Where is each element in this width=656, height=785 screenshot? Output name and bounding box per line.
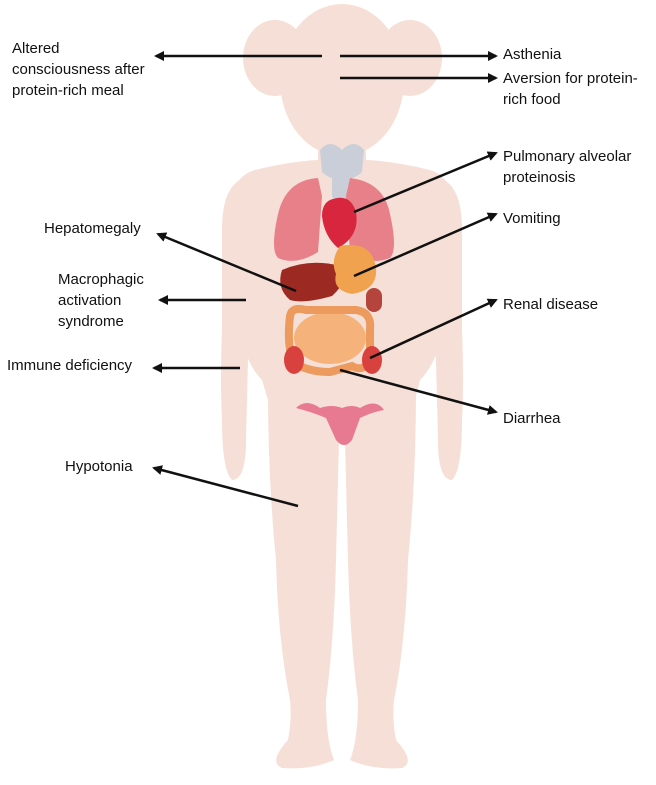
label-diarrhea: Diarrhea — [503, 408, 561, 429]
label-aversion: Aversion for protein- rich food — [503, 68, 638, 110]
small-intestine — [294, 312, 366, 364]
right-kidney — [362, 346, 382, 374]
label-immune: Immune deficiency — [7, 355, 132, 376]
label-asthenia: Asthenia — [503, 44, 561, 65]
label-pulmonary: Pulmonary alveolar proteinosis — [503, 146, 631, 188]
label-macrophagic: Macrophagic activation syndrome — [58, 269, 144, 332]
label-altered-consciousness: Altered consciousness after protein-rich… — [12, 38, 145, 101]
body-silhouette — [221, 4, 463, 768]
left-kidney — [284, 346, 304, 374]
label-hypotonia: Hypotonia — [65, 456, 133, 477]
label-vomiting: Vomiting — [503, 208, 561, 229]
label-hepatomegaly: Hepatomegaly — [44, 218, 141, 239]
label-renal: Renal disease — [503, 294, 598, 315]
spleen — [366, 288, 382, 312]
